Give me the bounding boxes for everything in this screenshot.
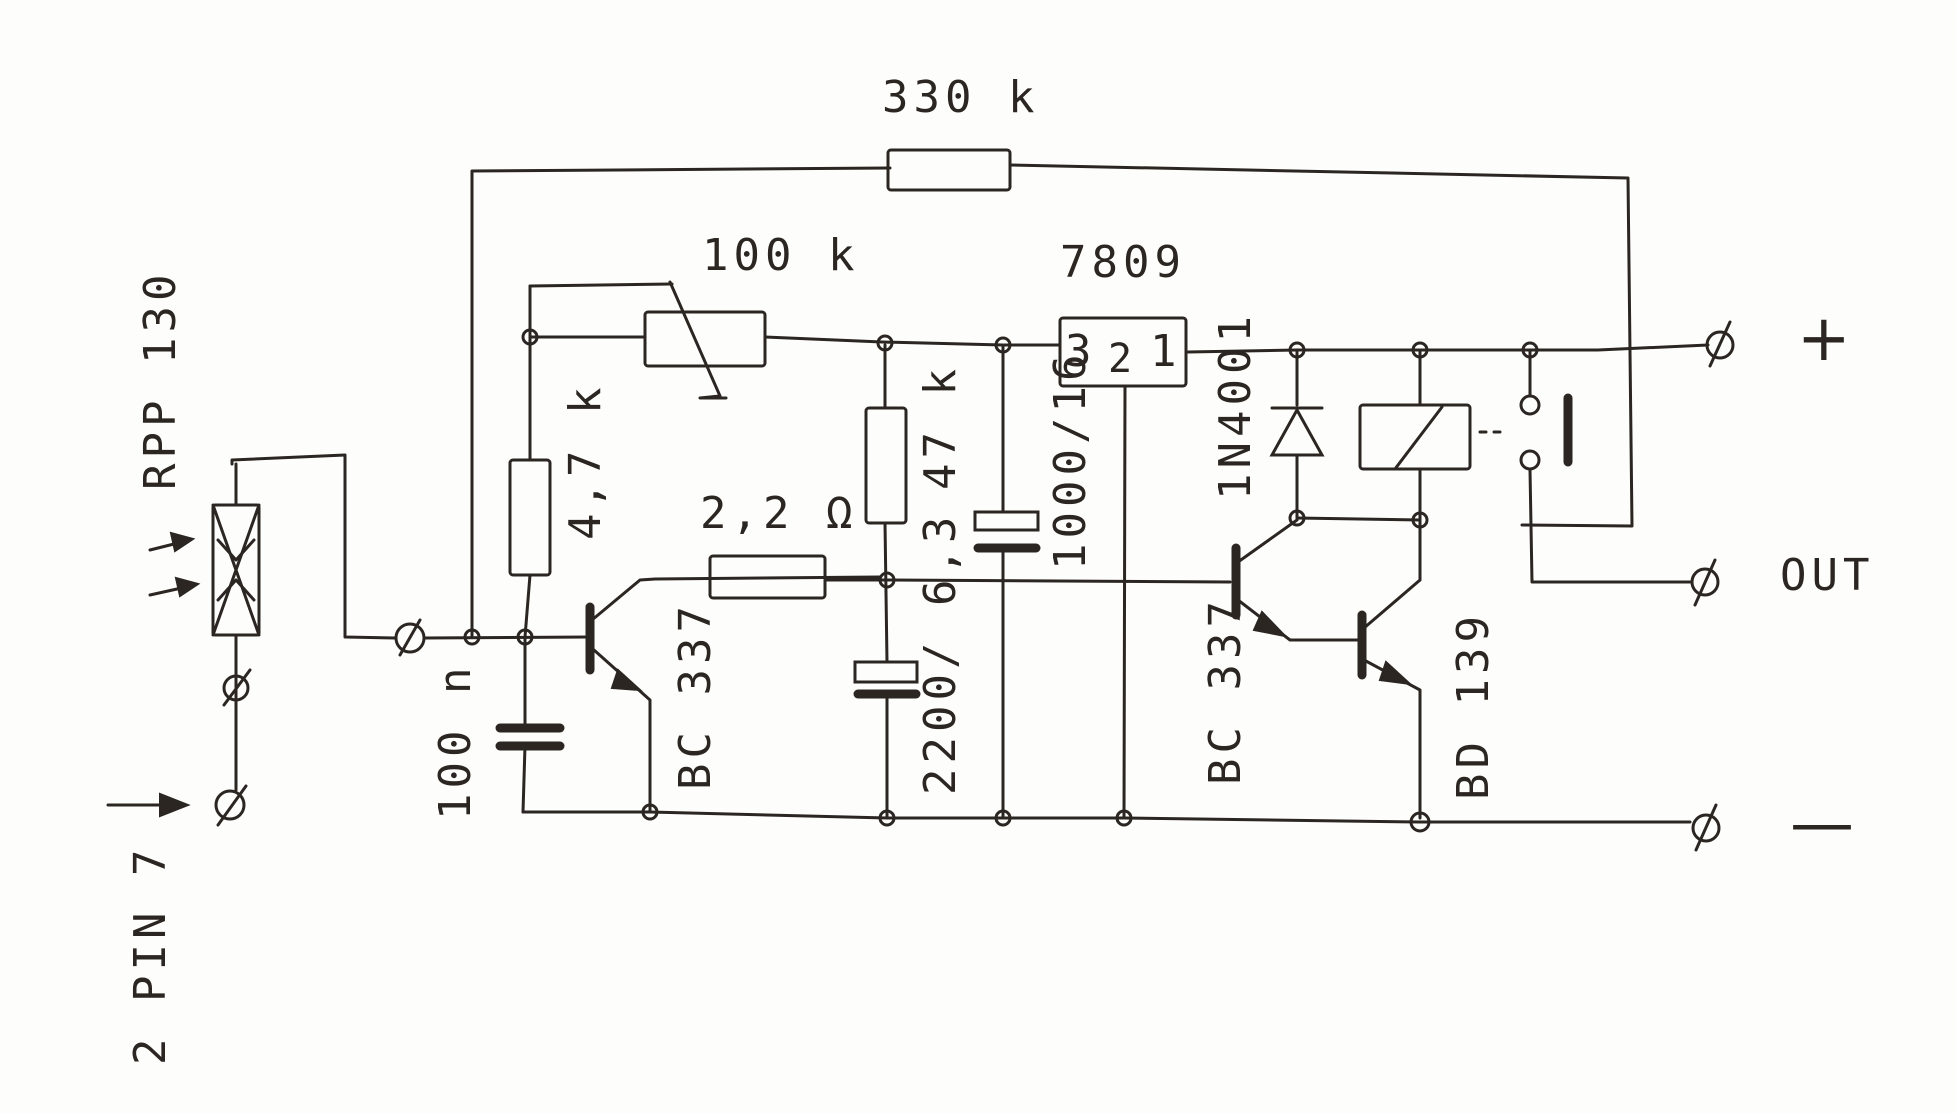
bias-wire-bottom bbox=[523, 573, 532, 639]
label-7809: 7809 bbox=[1060, 237, 1186, 288]
label-bd139: BD 139 bbox=[1448, 611, 1499, 800]
label-330k: 330 k bbox=[882, 72, 1039, 123]
label-2200: 2200/ 6,3 bbox=[915, 512, 966, 795]
potentiometer-wiper bbox=[668, 280, 728, 400]
transistor2-emitter bbox=[1236, 598, 1362, 642]
feedback-wire bbox=[470, 163, 1634, 639]
regulator-7809 bbox=[1058, 316, 1188, 388]
label-plus: + bbox=[1797, 302, 1851, 376]
out-wire bbox=[1528, 468, 1692, 584]
label-100n: 100 n bbox=[430, 663, 481, 820]
terminal-minus bbox=[1691, 803, 1721, 852]
sensor-connector-1 bbox=[222, 674, 250, 702]
label-out: OUT bbox=[1780, 550, 1874, 601]
resistor-330k bbox=[886, 148, 1012, 192]
reg-pin-3: 3 bbox=[1065, 326, 1097, 377]
transistor1-arrow bbox=[610, 668, 643, 692]
sensor-wire bbox=[230, 453, 397, 640]
sensor-connector-2 bbox=[214, 789, 246, 821]
terminal-out bbox=[1690, 558, 1720, 607]
label-bc337-2: BC 337 bbox=[1200, 596, 1251, 785]
transistor2-arrow bbox=[1252, 610, 1288, 638]
resistor-2r2 bbox=[708, 554, 827, 600]
relay-contact-bottom bbox=[1519, 449, 1541, 471]
cap-2200-body bbox=[853, 660, 919, 684]
label-1n4001: 1N4001 bbox=[1210, 311, 1261, 500]
base-drive-wire bbox=[823, 578, 1232, 584]
bottom-rail-wire bbox=[521, 810, 1692, 824]
transistor1-collector bbox=[590, 575, 882, 622]
label-rpp130: RPP 130 bbox=[135, 270, 186, 490]
terminal-plus bbox=[1705, 320, 1735, 368]
regulator-ground-wire bbox=[1122, 384, 1127, 820]
transistor1-emitter bbox=[592, 648, 652, 814]
relay-coil bbox=[1358, 403, 1472, 471]
label-minus: — bbox=[1790, 787, 1854, 861]
collector-junction-wire bbox=[1295, 516, 1422, 582]
reg-pin-2: 2 bbox=[1108, 336, 1136, 382]
input-wire bbox=[422, 635, 592, 640]
resistor-4k7 bbox=[508, 458, 552, 577]
relay-contact-top bbox=[1519, 394, 1541, 416]
cap-1000-body bbox=[973, 510, 1040, 532]
label-100k: 100 k bbox=[702, 230, 859, 281]
label-2pin7: 2 PIN 7 bbox=[125, 845, 176, 1065]
label-4k7: 4,7 k bbox=[560, 383, 611, 540]
potentiometer-100k bbox=[643, 310, 767, 368]
pin-arrow bbox=[159, 792, 191, 818]
transistor3-arrow bbox=[1378, 660, 1414, 686]
label-bc337-1: BC 337 bbox=[670, 601, 721, 790]
reg-pin-1: 1 bbox=[1150, 326, 1182, 377]
resistor-47k bbox=[864, 406, 908, 525]
top-rail-wire bbox=[528, 282, 1710, 354]
diode-1n4001 bbox=[1269, 406, 1325, 457]
junction-dots bbox=[463, 328, 1539, 833]
transistor3-collector bbox=[1362, 578, 1422, 630]
label-47k: 47 k bbox=[915, 364, 966, 490]
transistor2-collector bbox=[1236, 518, 1299, 564]
label-2r2: 2,2 Ω bbox=[700, 488, 857, 539]
label-1000-16: 1000/16 bbox=[1045, 350, 1096, 570]
light-arrows-icon bbox=[148, 531, 201, 598]
transistor3-emitter bbox=[1362, 658, 1422, 820]
